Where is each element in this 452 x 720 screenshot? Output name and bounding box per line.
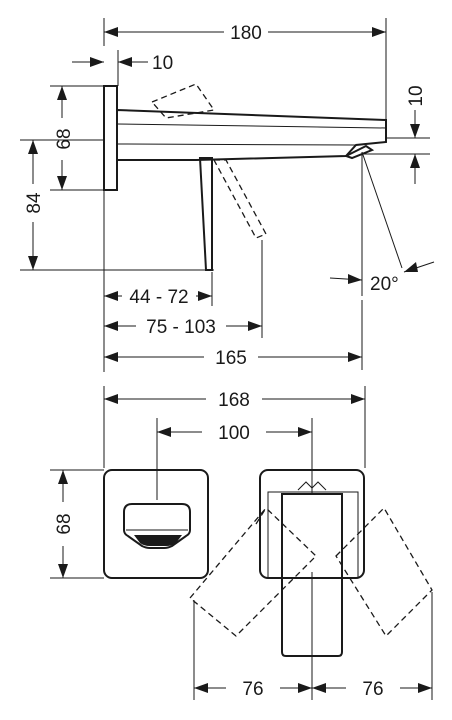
dim-label-20deg: 20° [370, 274, 399, 295]
dim-label-76-left: 76 [242, 679, 263, 700]
wall-plate-side [103, 85, 118, 191]
dim-label-180: 180 [230, 23, 262, 44]
dim-label-68-front: 68 [54, 513, 75, 534]
lever-side [198, 157, 213, 271]
dim-label-168: 168 [218, 390, 250, 411]
dim-label-68-side: 68 [54, 128, 75, 149]
dim-plate-height-front: 68 [50, 469, 104, 579]
dim-label-10-depth: 10 [152, 53, 173, 74]
spout-rosette-front [267, 491, 359, 579]
dim-total-length: 180 [103, 18, 387, 122]
dim-centre-distance: 100 [156, 418, 313, 500]
dim-label-100: 100 [218, 423, 250, 444]
dim-plate-depth: 10 [72, 50, 173, 86]
dim-lever-range-2: 75 - 103 [104, 240, 263, 338]
front-view: 168 100 68 [50, 386, 433, 700]
dim-spout-height: 10 [364, 85, 430, 184]
dim-plate-height-side: 68 [50, 85, 104, 191]
dim-label-44-72: 44 - 72 [129, 287, 188, 308]
lever-swung-outline [212, 159, 267, 239]
dim-lever-swing: 76 76 [193, 592, 433, 700]
dim-label-84: 84 [24, 192, 45, 214]
lever-swing-right-outline [335, 506, 433, 638]
dim-lever-range-1: 44 - 72 [103, 190, 213, 372]
lever-plate-front [103, 469, 209, 579]
dim-projection: 165 [104, 300, 363, 370]
dim-label-10-spout: 10 [406, 85, 427, 106]
lever-swing-left-outline [189, 507, 317, 637]
lever-handle-front [123, 503, 191, 549]
dim-angle: 20° [329, 151, 435, 296]
spout-front [281, 493, 343, 657]
dim-label-76-right: 76 [362, 679, 383, 700]
dim-label-165: 165 [215, 348, 247, 369]
lever-raised-top-outline [150, 83, 216, 119]
dim-label-75-103: 75 - 103 [146, 317, 216, 338]
dim-overall-width: 168 [103, 386, 366, 468]
dim-height-to-lever: 84 [20, 139, 214, 271]
spout-body [116, 108, 387, 161]
aerator [343, 144, 375, 160]
side-view: 180 10 68 84 [20, 18, 435, 372]
